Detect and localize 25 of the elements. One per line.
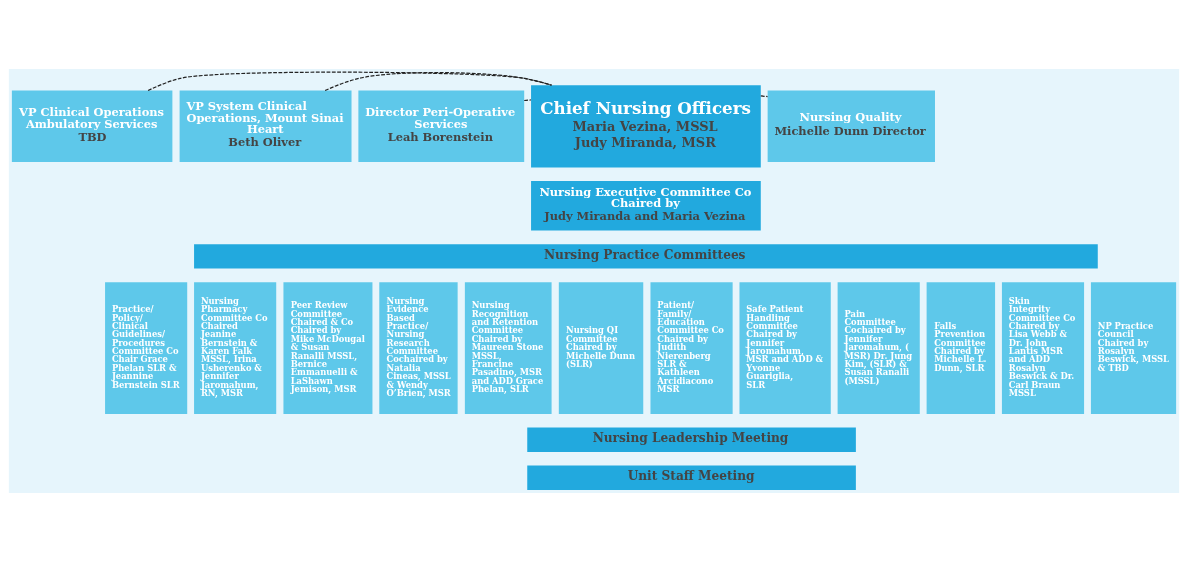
node-box: Nursing Evidence Based Practice/ Nursing Research Committee Cochaired by Natalia Cineas, MSSL & Wendy O’Brien, MSR	[379, 282, 458, 414]
connector	[147, 71, 553, 92]
node-box: Nursing QI Committee Chaired by Michelle Dunn (SLR)	[558, 282, 644, 414]
node-box: Nursing Executive Committee Co Chaired by Judy Miranda and Maria Vezina	[531, 181, 761, 231]
node-box: Practice/ Policy/ Clinical Guidelines/ Procedures Committee Co Chair Grace Phelan SLR & Jeannine Bernstein SLR	[105, 282, 188, 414]
node-box: Nursing Pharmacy Committee Co Chaired Jeanine Bernstein & Karen Falk MSSL, Irina Usherenko & Jennifer Jaromahum, RN, MSR	[194, 282, 277, 414]
node-box: Pain Committee Cochaired by Jennifer Jaromahum, ( MSR) Dr. Jung Kim, (SLR) & Susan Ranalli (MSSL)	[837, 282, 920, 414]
connector	[523, 99, 532, 102]
node-box: Falls Prevention Committee Chaired by Michelle L. Dunn, SLR	[926, 282, 996, 414]
node-box: Chief Nursing Officers Maria Vezina, MSSL Judy Miranda, MSR	[531, 85, 761, 168]
node-box: Nursing Quality Michelle Dunn Director	[767, 90, 935, 163]
node-box: VP Clinical Operations Ambulatory Services TBD	[11, 90, 173, 163]
node-box: Patient/ Family/ Education Committee Co Chaired by Judith Nierenberg SLR & Kathleen Arcidiacono MSR	[650, 282, 733, 414]
node-box: Nursing Recognition and Retention Committee Chaired by Maureen Stone MSSL, Francine Pasadino, MSR and ADD Grace Phelan, SLR	[464, 282, 552, 414]
node-box: Safe Patient Handling Committee Chaired by Jennifer Jaromahum, MSR and ADD & Yvonne Guariglia, SLR	[739, 282, 831, 414]
node-box: Nursing Leadership Meeting	[527, 427, 856, 452]
node-box: Nursing Practice Committees	[194, 244, 1098, 269]
connector	[760, 95, 769, 98]
node-box: Peer Review Committee Chaired & Co Chaired by Mike McDougal & Susan Ranalli MSSL, Bernice Emmanuelli & LaShawn Jemison, MSR	[283, 282, 373, 414]
node-box: VP System Clinical Operations, Mount Sinai Heart Beth Oliver	[179, 90, 352, 163]
connector	[324, 71, 553, 92]
node-box: Unit Staff Meeting	[527, 465, 856, 490]
node-box: Skin Integrity Committee Co Chaired by Lisa Webb & Dr. John Lantis MSR and ADD Rosalyn Beswick & Dr. Carl Braun MSSL	[1001, 282, 1085, 414]
node-box: NP Practice Council Chaired by Rosalyn Beswick, MSSL & TBD	[1090, 282, 1177, 414]
node-box: Director Peri-Operative Services Leah Borenstein	[358, 90, 525, 163]
